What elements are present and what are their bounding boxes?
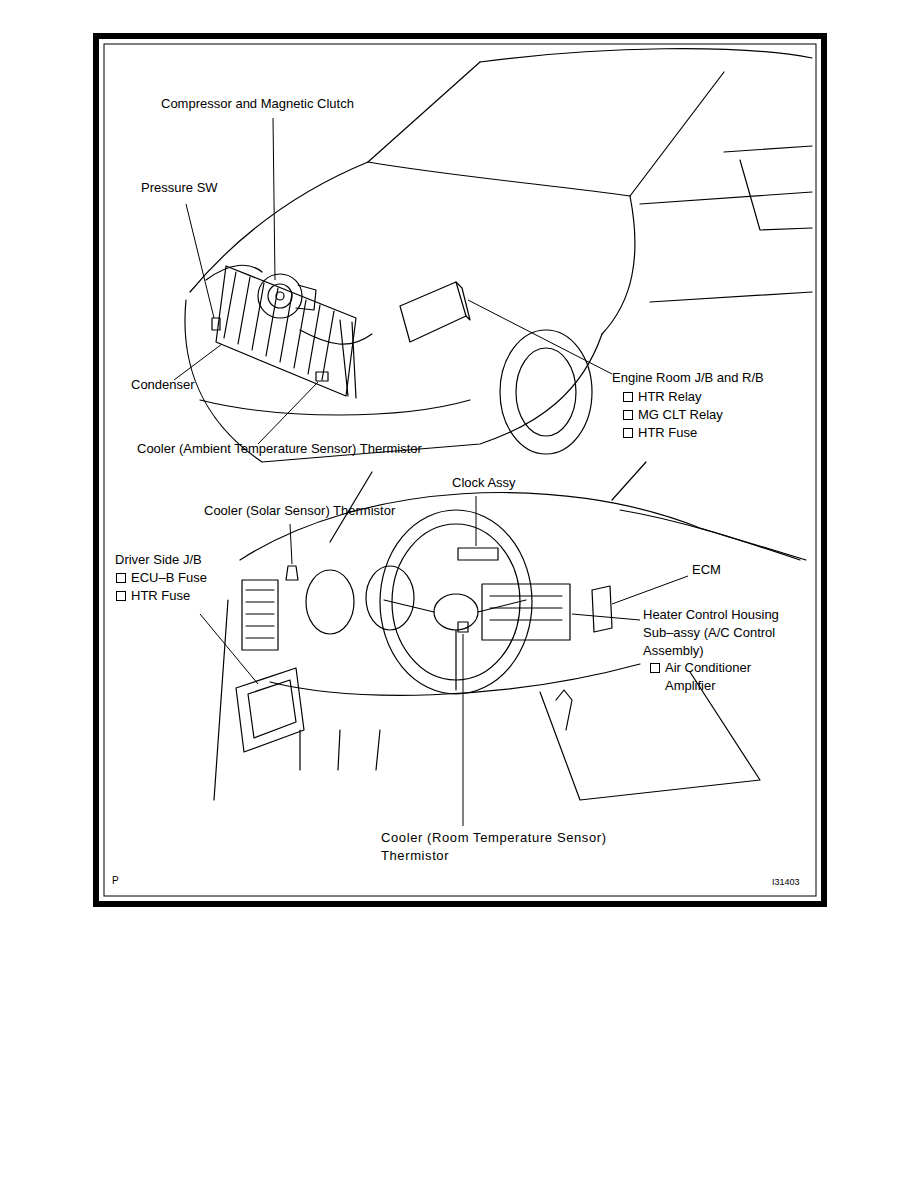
part-label: Heater Control Housing Sub–assy (A/C Con… <box>643 606 803 660</box>
part-label: Pressure SW <box>141 179 218 197</box>
part-label: ECM <box>692 561 721 579</box>
relay-item: MG CLT Relay <box>638 406 723 424</box>
part-label: Cooler (Room Temperature Sensor) Thermis… <box>381 829 643 865</box>
part-label: Compressor and Magnetic Clutch <box>161 95 354 113</box>
figure-number: I31403 <box>772 875 800 889</box>
fuse-item: HTR Fuse <box>131 587 190 605</box>
part-label: Clock Assy <box>452 474 516 492</box>
fuse-item: HTR Fuse <box>638 424 697 442</box>
page-mark: P <box>112 874 119 888</box>
part-label: Cooler (Ambient Temperature Sensor) Ther… <box>137 440 422 458</box>
part-label: Condenser <box>131 376 195 394</box>
part-label: Driver Side J/B <box>115 551 202 569</box>
amplifier-item: Air Conditioner Amplifier <box>665 659 795 695</box>
relay-item: HTR Relay <box>638 388 702 406</box>
part-label: Engine Room J/B and R/B <box>612 369 764 387</box>
part-label: Cooler (Solar Sensor) Thermistor <box>204 502 395 520</box>
fuse-item: ECU–B Fuse <box>131 569 207 587</box>
